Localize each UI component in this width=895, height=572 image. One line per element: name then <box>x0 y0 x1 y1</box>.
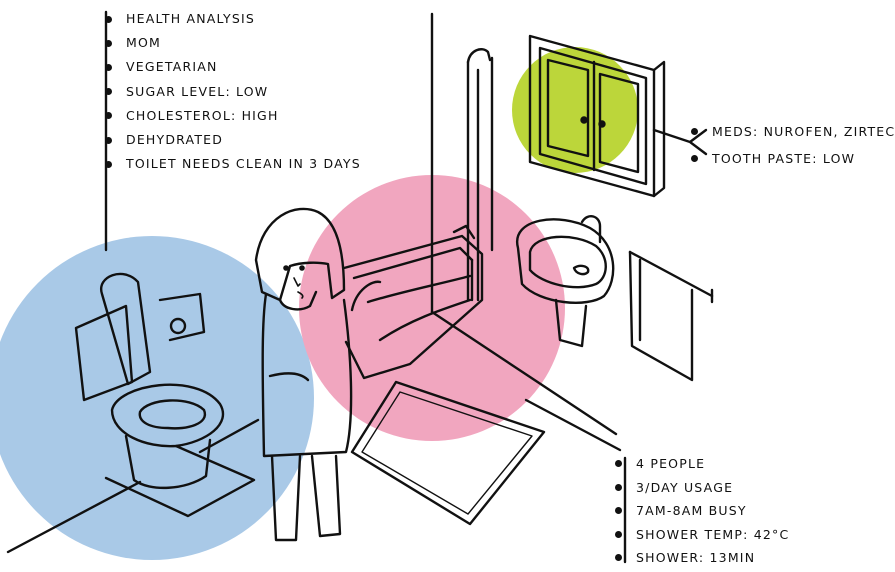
health-analysis-notes: HEALTH ANALYSIS MOM VEGETARIAN SUGAR LEV… <box>126 7 361 176</box>
usage-item: SHOWER: 13MIN <box>636 546 789 570</box>
cabinet-notes: MEDS: NUROFEN, ZIRTEC TOOTH PASTE: LOW <box>712 118 895 172</box>
health-item: SUGAR LEVEL: LOW <box>126 80 361 104</box>
usage-item: 7AM-8AM BUSY <box>636 499 789 523</box>
usage-notes: 4 PEOPLE 3/DAY USAGE 7AM-8AM BUSY SHOWER… <box>636 452 789 570</box>
health-item: CHOLESTEROL: HIGH <box>126 104 361 128</box>
health-item: VEGETARIAN <box>126 55 361 79</box>
cabinet-item: MEDS: NUROFEN, ZIRTEC <box>712 118 895 145</box>
usage-item: 4 PEOPLE <box>636 452 789 476</box>
health-item: DEHYDRATED <box>126 128 361 152</box>
usage-item: 3/DAY USAGE <box>636 476 789 500</box>
toilet-zone-circle <box>0 236 314 560</box>
health-title: HEALTH ANALYSIS <box>126 7 361 31</box>
cabinet-item: TOOTH PASTE: LOW <box>712 145 895 172</box>
right-floor-line <box>526 400 620 450</box>
towel-rail <box>630 252 712 380</box>
health-item: MOM <box>126 31 361 55</box>
health-item: TOILET NEEDS CLEAN IN 3 DAYS <box>126 152 361 176</box>
cabinet-leader-line <box>654 130 706 154</box>
usage-item: SHOWER TEMP: 42°C <box>636 523 789 547</box>
